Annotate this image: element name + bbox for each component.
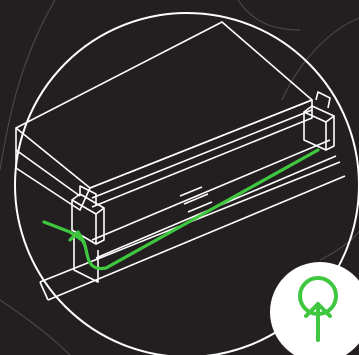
panel-top-face <box>15 21 313 189</box>
background-curve <box>237 0 301 31</box>
center-mark <box>187 201 213 213</box>
panel-front-edge <box>15 128 91 211</box>
upward-arrow-in-circle-icon <box>298 276 338 342</box>
right-bracket-clip <box>315 91 331 109</box>
left-bracket-clip <box>79 185 97 206</box>
green-cable-arrowhead <box>68 230 86 244</box>
left-bracket-side <box>95 207 105 245</box>
rail-top-edge <box>91 139 331 241</box>
icon-arrow-head <box>304 302 332 318</box>
panel-front-inner-line <box>15 149 81 197</box>
rail-base-end <box>39 281 49 301</box>
background-curve <box>0 0 56 171</box>
right-bracket-side <box>325 115 335 151</box>
center-mark <box>183 193 209 205</box>
left-bracket-top <box>71 193 105 209</box>
right-bracket-body <box>303 111 327 151</box>
right-bracket-top <box>303 105 335 117</box>
center-mark <box>179 186 203 197</box>
background-curve <box>0 299 71 355</box>
magnifier-circle <box>14 12 359 355</box>
panel-side-edge <box>89 99 313 208</box>
left-bracket-leg <box>73 236 99 283</box>
background-curve <box>319 231 359 261</box>
direction-badge <box>270 262 359 355</box>
panel-side-inner-line <box>91 109 313 199</box>
green-cable-route <box>42 148 320 271</box>
background-curve <box>281 17 359 101</box>
highlight-path <box>42 148 320 271</box>
